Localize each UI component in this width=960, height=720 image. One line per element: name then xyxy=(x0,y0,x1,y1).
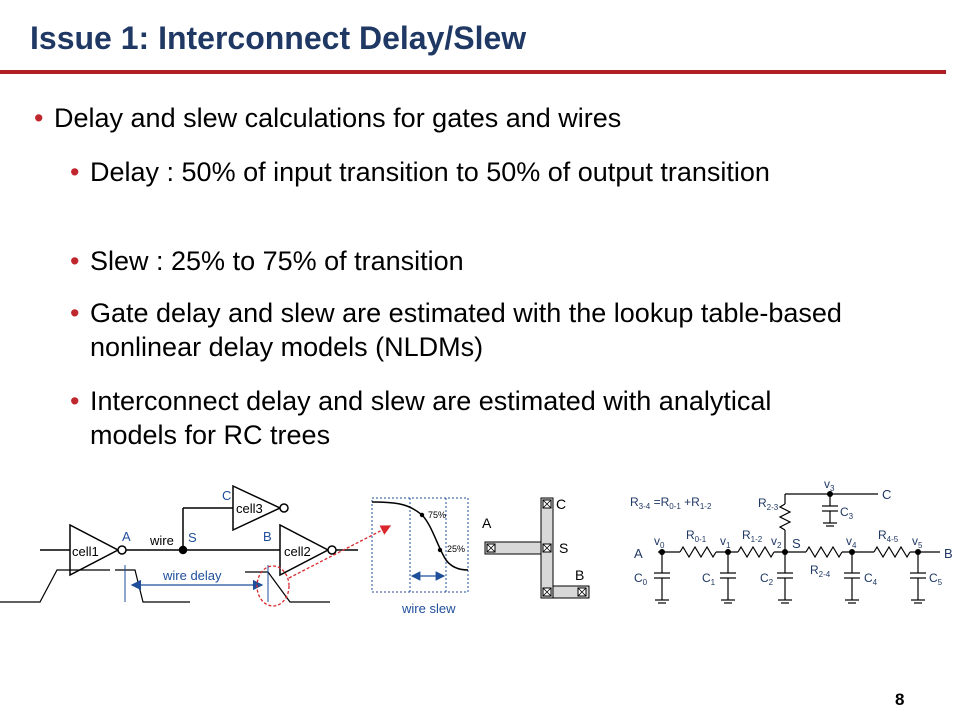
layout-figure xyxy=(484,497,590,599)
rc-node-c: C xyxy=(882,487,891,502)
bullet-marker: • xyxy=(34,103,44,133)
rc-r24: R2-4 xyxy=(810,563,831,579)
rc-v2: v2 xyxy=(771,534,782,550)
node-a-label: A xyxy=(122,529,131,544)
page-number: 8 xyxy=(895,690,905,709)
resistor-r01 xyxy=(679,545,717,559)
layout-b-label: B xyxy=(575,567,584,583)
title-divider xyxy=(0,70,946,74)
rc-c3: C3 xyxy=(840,505,854,521)
zoom-arrow xyxy=(288,525,392,579)
cell2-label: cell2 xyxy=(284,544,311,559)
zoom-circle xyxy=(256,565,290,607)
bullet-item: • Gate delay and slew are estimated with… xyxy=(70,296,890,364)
resistor-r45 xyxy=(873,545,911,559)
cell2-buffer-shape xyxy=(279,523,330,577)
resistor-r12 xyxy=(737,545,775,559)
node-c-label: C xyxy=(222,488,231,503)
node-b-label: B xyxy=(263,529,272,544)
rc-equation: R3-4 =R0-1 +R1-2 xyxy=(630,495,712,511)
bullet-text: Slew : 25% to 75% of transition xyxy=(90,246,464,276)
point-75 xyxy=(419,512,425,518)
layout-a-label: A xyxy=(482,515,492,531)
rc-r45: R4-5 xyxy=(878,528,899,544)
bullet-item: • Delay : 50% of input transition to 50%… xyxy=(70,155,850,189)
pct25-label: 25% xyxy=(447,544,465,554)
cell3-label: cell3 xyxy=(236,501,263,516)
layout-s-label: S xyxy=(559,540,568,556)
rc-node-a: A xyxy=(634,546,643,561)
bullet-marker: • xyxy=(70,157,80,187)
rc-v1: v1 xyxy=(720,534,731,550)
rc-c4: C4 xyxy=(864,571,878,587)
rc-c2: C2 xyxy=(760,571,774,587)
bullet-text: Delay : 50% of input transition to 50% o… xyxy=(90,157,770,187)
cell1-output-bubble xyxy=(117,545,127,555)
cell1-buffer-shape xyxy=(69,523,120,577)
bullet-item: • Slew : 25% to 75% of transition xyxy=(70,244,464,278)
bullet-text: Gate delay and slew are estimated with t… xyxy=(90,298,842,362)
rc-r23: R2-3 xyxy=(758,496,779,512)
slew-curve xyxy=(371,501,469,571)
bullet-marker: • xyxy=(70,298,80,328)
bullet-text: Interconnect delay and slew are estimate… xyxy=(90,386,772,450)
rc-v0: v0 xyxy=(654,534,665,550)
rc-node-b: B xyxy=(944,546,953,561)
resistor-r23 xyxy=(778,503,792,531)
rc-node-s: S xyxy=(792,536,801,551)
bullet-item: • Interconnect delay and slew are estima… xyxy=(70,384,810,452)
bullet-text: Delay and slew calculations for gates an… xyxy=(54,103,622,133)
rc-v5: v5 xyxy=(912,534,923,550)
rc-r12: R1-2 xyxy=(742,528,763,544)
node-s-label: S xyxy=(188,530,197,545)
slide-title: Issue 1: Interconnect Delay/Slew xyxy=(30,20,527,56)
cell3-output-bubble xyxy=(279,503,289,513)
point-25 xyxy=(437,547,443,553)
resistor-r24 xyxy=(805,545,843,559)
rc-node-dots xyxy=(659,491,921,555)
rc-tree-figure xyxy=(654,493,940,604)
bullet-item: • Delay and slew calculations for gates … xyxy=(34,101,622,135)
rc-v3: v3 xyxy=(824,477,835,493)
rc-c0: C0 xyxy=(634,571,648,587)
wire-slew-label: wire slew xyxy=(401,601,456,616)
b-waveform xyxy=(245,571,330,603)
left-metal xyxy=(484,541,542,555)
pct75-label: 75% xyxy=(428,510,446,520)
input-waveform xyxy=(0,569,110,603)
cell3-buffer-shape xyxy=(232,484,282,532)
rc-r01: R0-1 xyxy=(686,528,707,544)
wire-delay-label: wire delay xyxy=(162,568,222,583)
bullet-marker: • xyxy=(70,246,80,276)
wire-label: wire xyxy=(149,533,174,548)
capacitors xyxy=(654,494,926,604)
slew-frame xyxy=(371,497,469,593)
bullet-marker: • xyxy=(70,386,80,416)
layout-c-label: C xyxy=(556,496,566,512)
cell1-label: cell1 xyxy=(72,544,99,559)
slew-figure xyxy=(371,497,469,593)
rc-c1: C1 xyxy=(702,571,716,587)
rc-c5: C5 xyxy=(929,571,943,587)
cell2-output-bubble xyxy=(327,545,337,555)
rc-v4: v4 xyxy=(846,534,857,550)
